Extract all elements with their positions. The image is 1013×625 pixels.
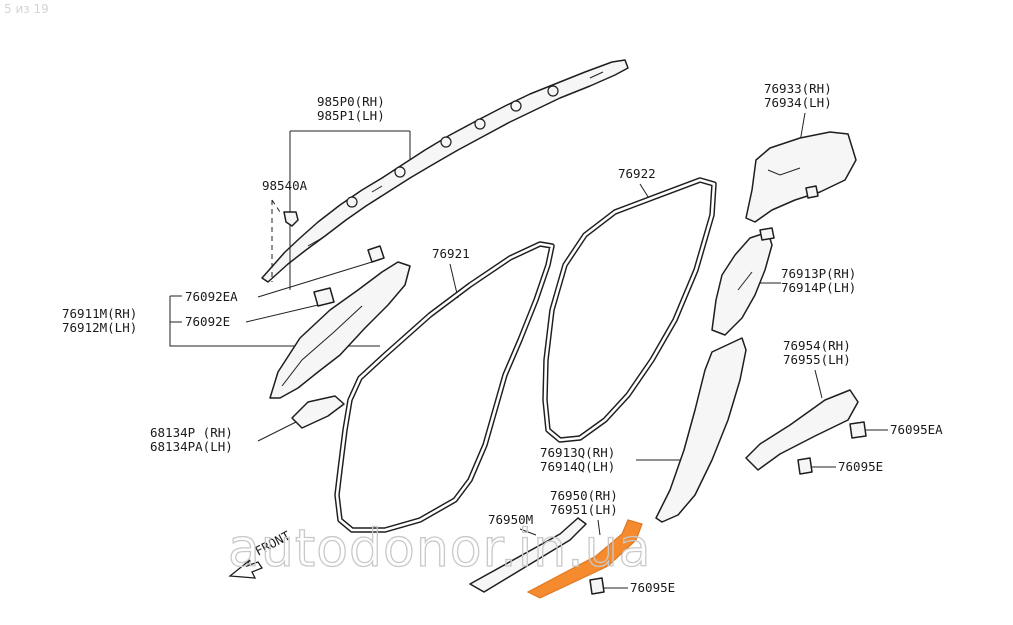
clip-98540a: [283, 211, 299, 227]
b-pillar-lower-trim: [655, 337, 747, 523]
watermark: autodonor.in.ua: [228, 519, 652, 579]
label-68134p: 68134P (RH): [150, 425, 233, 440]
label-76092e: 76092E: [185, 314, 230, 329]
label-76950m: 76950M: [488, 512, 533, 527]
rear-sill-plate-highlighted: [526, 519, 643, 599]
clip-76095ea: [849, 421, 867, 439]
clip-76092e: [313, 287, 335, 307]
b-pillar-upper-trim: [711, 227, 775, 336]
clip-76092ea: [367, 245, 385, 263]
label-98540a: 98540A: [262, 178, 308, 193]
front-sill-plate: [469, 517, 587, 593]
label-76950: 76950(RH): [550, 488, 618, 503]
a-pillar-trim: [269, 261, 411, 399]
label-76921: 76921: [432, 246, 470, 261]
label-76911m: 76911M(RH): [62, 306, 137, 321]
label-76092ea: 76092EA: [185, 289, 238, 304]
label-985p1: 985P1(LH): [317, 108, 385, 123]
label-76095ea: 76095EA: [890, 422, 943, 437]
label-76095e-bottom: 76095E: [630, 580, 675, 595]
label-76912m: 76912M(LH): [62, 320, 137, 335]
c-pillar-trim: [745, 131, 857, 223]
label-76955: 76955(LH): [783, 352, 851, 367]
curtain-airbag: [261, 59, 629, 283]
label-76914q: 76914Q(LH): [540, 459, 615, 474]
label-76951: 76951(LH): [550, 502, 618, 517]
clip-76095e-right: [797, 457, 813, 475]
clip-76095e-bottom: [589, 577, 605, 595]
tweeter-cover: [291, 395, 345, 429]
rear-kick-trim: [745, 389, 859, 471]
label-76095e-right: 76095E: [838, 459, 883, 474]
label-68134pa: 68134PA(LH): [150, 439, 233, 454]
label-76922: 76922: [618, 166, 656, 181]
label-76913q: 76913Q(RH): [540, 445, 615, 460]
label-76934: 76934(LH): [764, 95, 832, 110]
page-marker: 5 из 19: [4, 2, 49, 16]
label-76954: 76954(RH): [783, 338, 851, 353]
label-76933: 76933(RH): [764, 81, 832, 96]
label-76914p: 76914P(LH): [781, 280, 856, 295]
label-985p0: 985P0(RH): [317, 94, 385, 109]
label-76913p: 76913P(RH): [781, 266, 856, 281]
rear-door-weatherstrip: [542, 177, 717, 443]
front-door-weatherstrip: [334, 241, 555, 533]
